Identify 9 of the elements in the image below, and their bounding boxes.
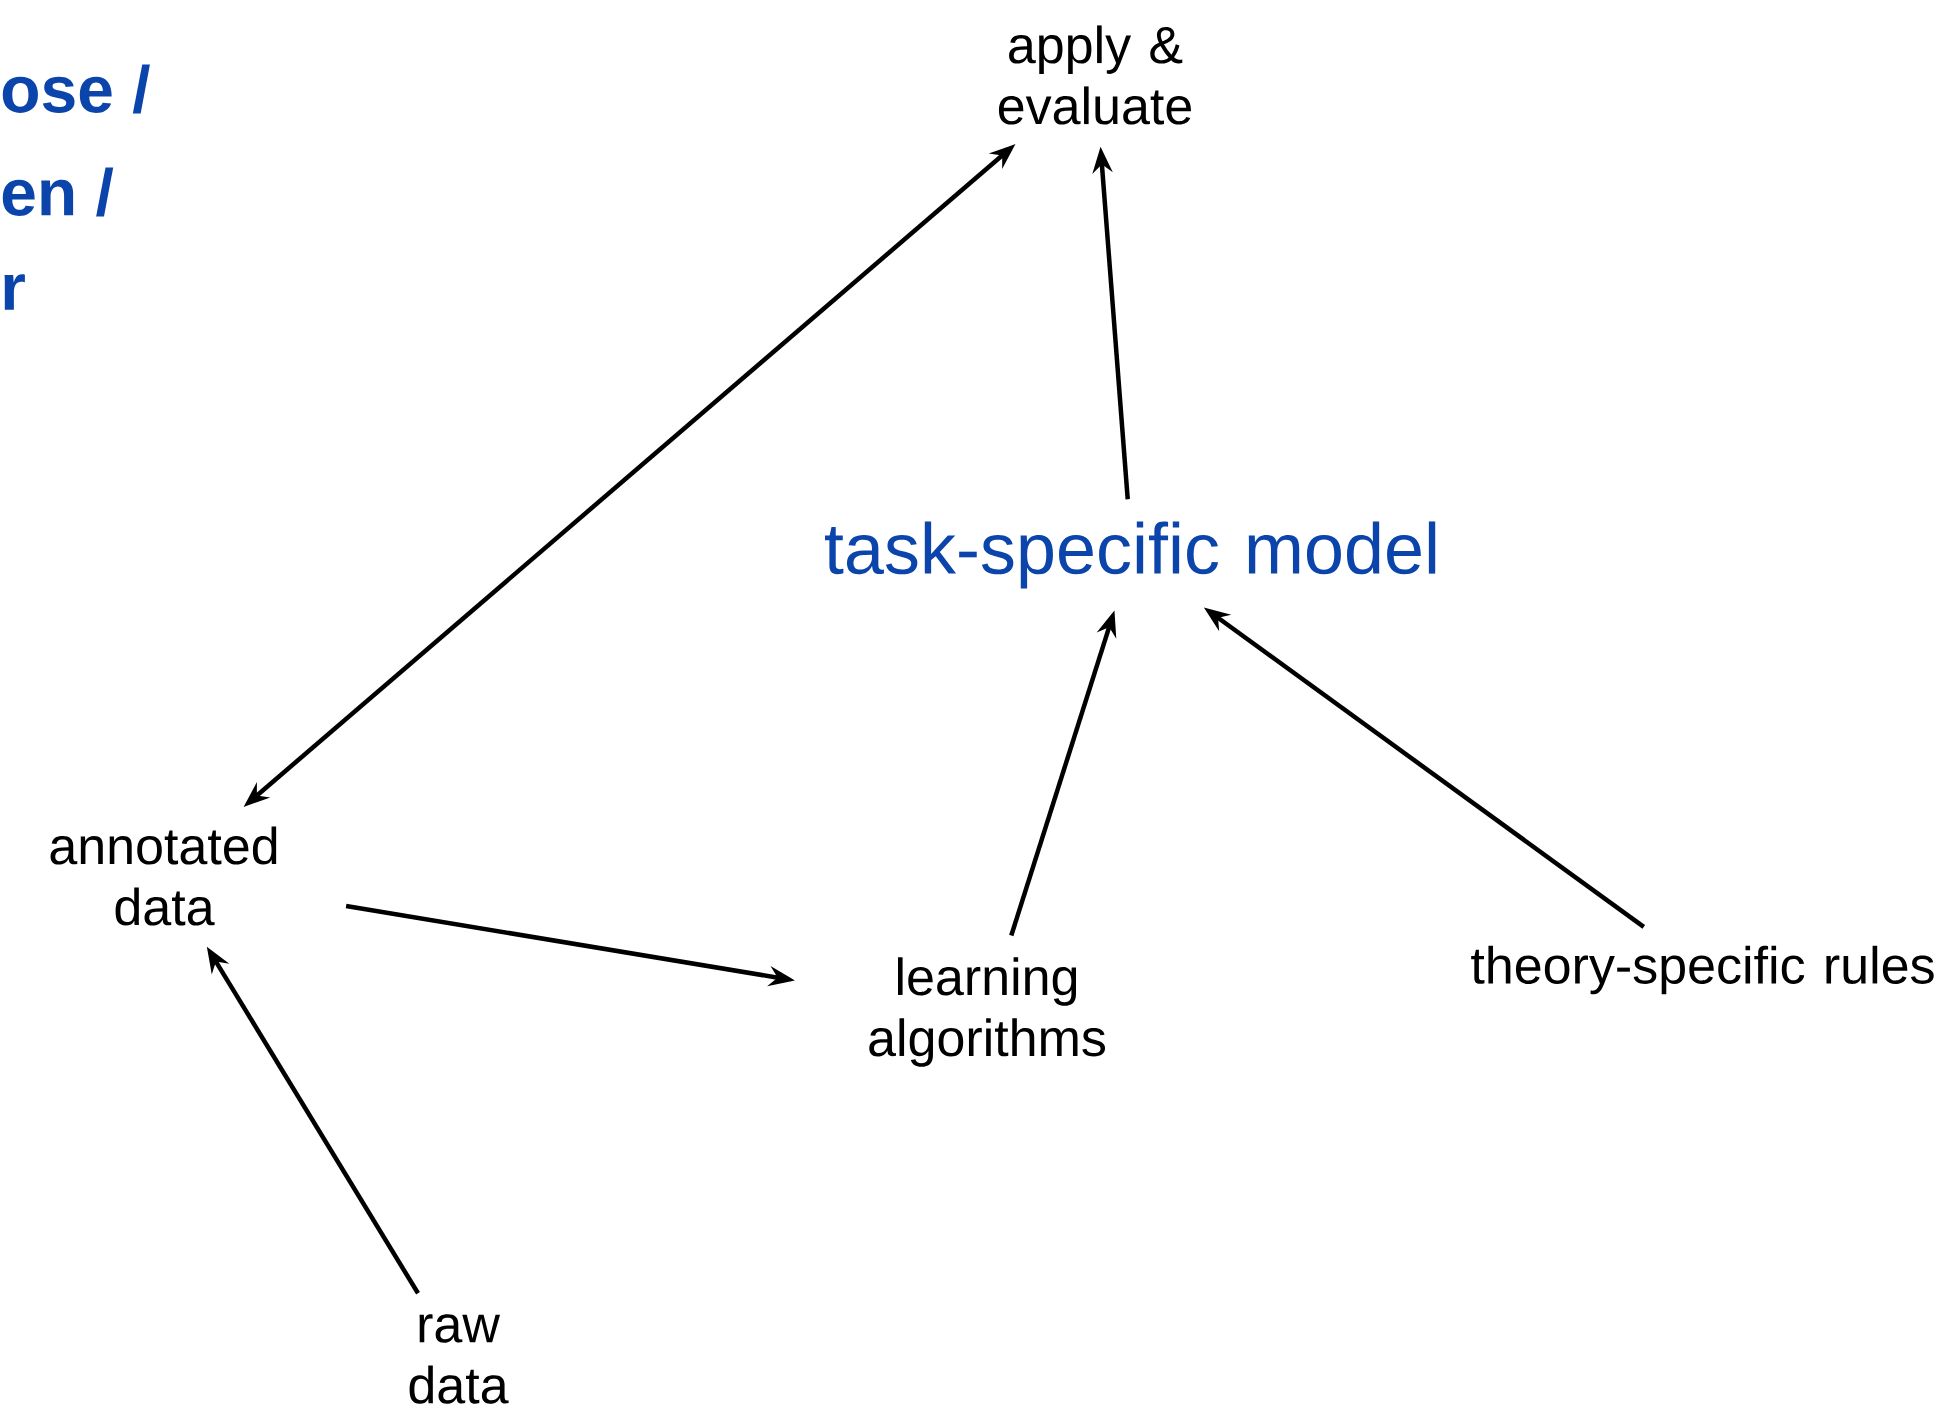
text-label: raw data <box>409 1314 509 1404</box>
text-label: learning algorithms <box>869 957 1105 1067</box>
heading-fragment: en / <box>2 167 114 217</box>
heading-fragment: r <box>4 274 25 310</box>
text-label: theory-specific rules <box>1471 945 1934 995</box>
text-label: task-specific model <box>825 521 1436 589</box>
text-label: annotated data <box>50 826 277 926</box>
text-label: apply & evaluate <box>998 25 1191 125</box>
heading-fragment: ose / <box>2 64 150 114</box>
